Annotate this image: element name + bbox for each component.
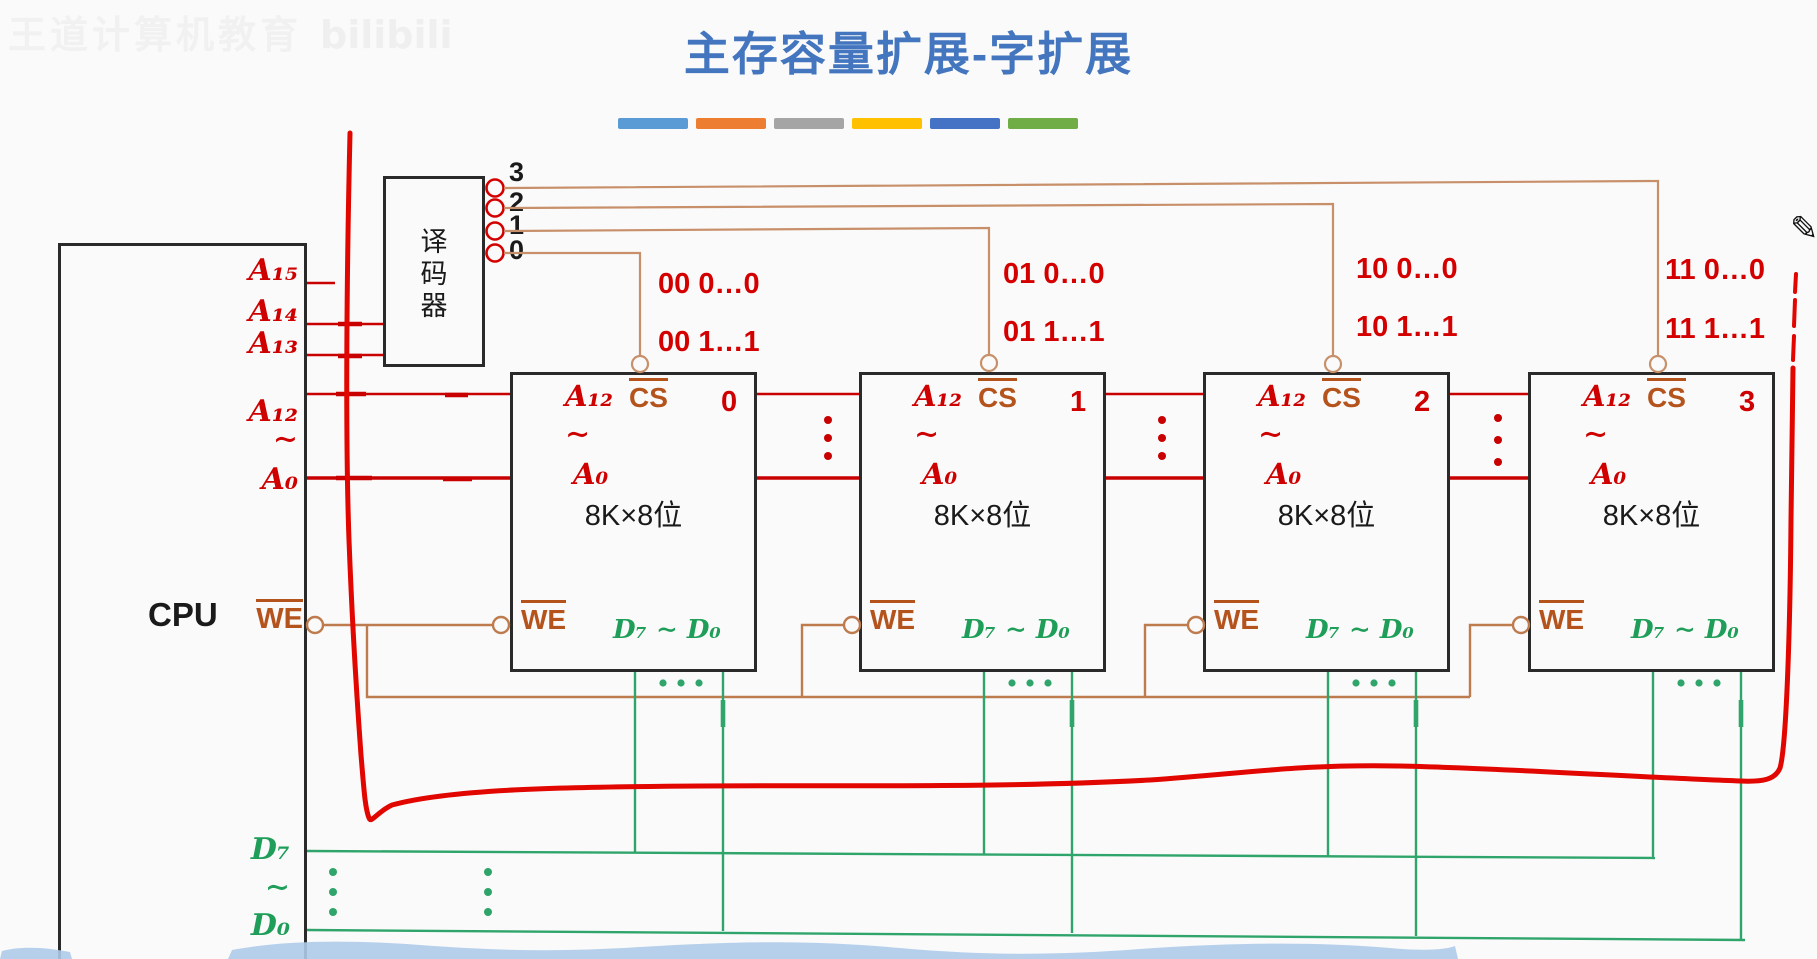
addr-range-low-0: 00 0…0 [658,268,760,300]
bilibili-logo: bilibili [320,13,453,57]
cpu-label: CPU [148,596,218,633]
addr-range-high-0: 00 1…1 [658,326,760,358]
addr-range-low-3: 11 0…0 [1665,254,1765,286]
color-bar [618,118,688,129]
page-title: 主存容量扩展-字扩展 [683,28,1134,80]
decoder-label: 译 码 器 [420,227,448,321]
color-bar [774,118,844,129]
data-bus-dots [329,679,1721,916]
memory-chip-3: A₁₂ ∼ A₀ CS 3 8K×8位 WE D₇ ∼ D₀ [1528,372,1775,672]
pencil-icon: ✎ [1790,210,1817,248]
cpu-pin-d0: D₀ [250,908,290,943]
watermark: 王道计算机教育 bilibili [8,13,453,57]
cpu-pin-a15: A₁₅ [248,253,298,288]
addr-range-high-1: 01 1…1 [1003,316,1105,348]
decoder-output-0: 0 [509,235,525,265]
memory-chip-0: A₁₂ ∼ A₀ CS 0 8K×8位 WE D₇ ∼ D₀ [510,372,757,672]
decoder-output-3: 3 [509,157,525,187]
cpu-pin-a12: A₁₂ [248,394,298,429]
addr-range-high-3: 11 1…1 [1665,313,1765,345]
cpu-pin-tilde: ∼ [272,422,298,457]
decoder-output-bubbles [485,178,505,263]
addr-range-low-2: 10 0…0 [1356,253,1458,285]
cpu-pin-a0: A₀ [261,462,298,497]
color-bar [852,118,922,129]
watermark-text: 王道计算机教育 [8,15,303,57]
data-bus-wires [306,672,1746,942]
color-bar [1008,118,1078,129]
cpu-pin-a14: A₁₄ [248,294,298,329]
color-bar [696,118,766,129]
cpu-pin-a13: A₁₃ [248,326,298,361]
cpu-box [58,243,307,959]
cpu-pin-data-tilde: ∼ [264,870,290,905]
cpu-pin-d7: D₇ [250,832,290,867]
memory-chip-1: A₁₂ ∼ A₀ CS 1 8K×8位 WE D₇ ∼ D₀ [859,372,1106,672]
addr-range-high-2: 10 1…1 [1356,311,1458,343]
cpu-pin-we: WE [205,599,303,635]
memory-chip-2: A₁₂ ∼ A₀ CS 2 8K×8位 WE D₇ ∼ D₀ [1203,372,1450,672]
addr-range-low-1: 01 0…0 [1003,258,1105,290]
color-bar [930,118,1000,129]
theme-color-bars [618,118,1078,129]
